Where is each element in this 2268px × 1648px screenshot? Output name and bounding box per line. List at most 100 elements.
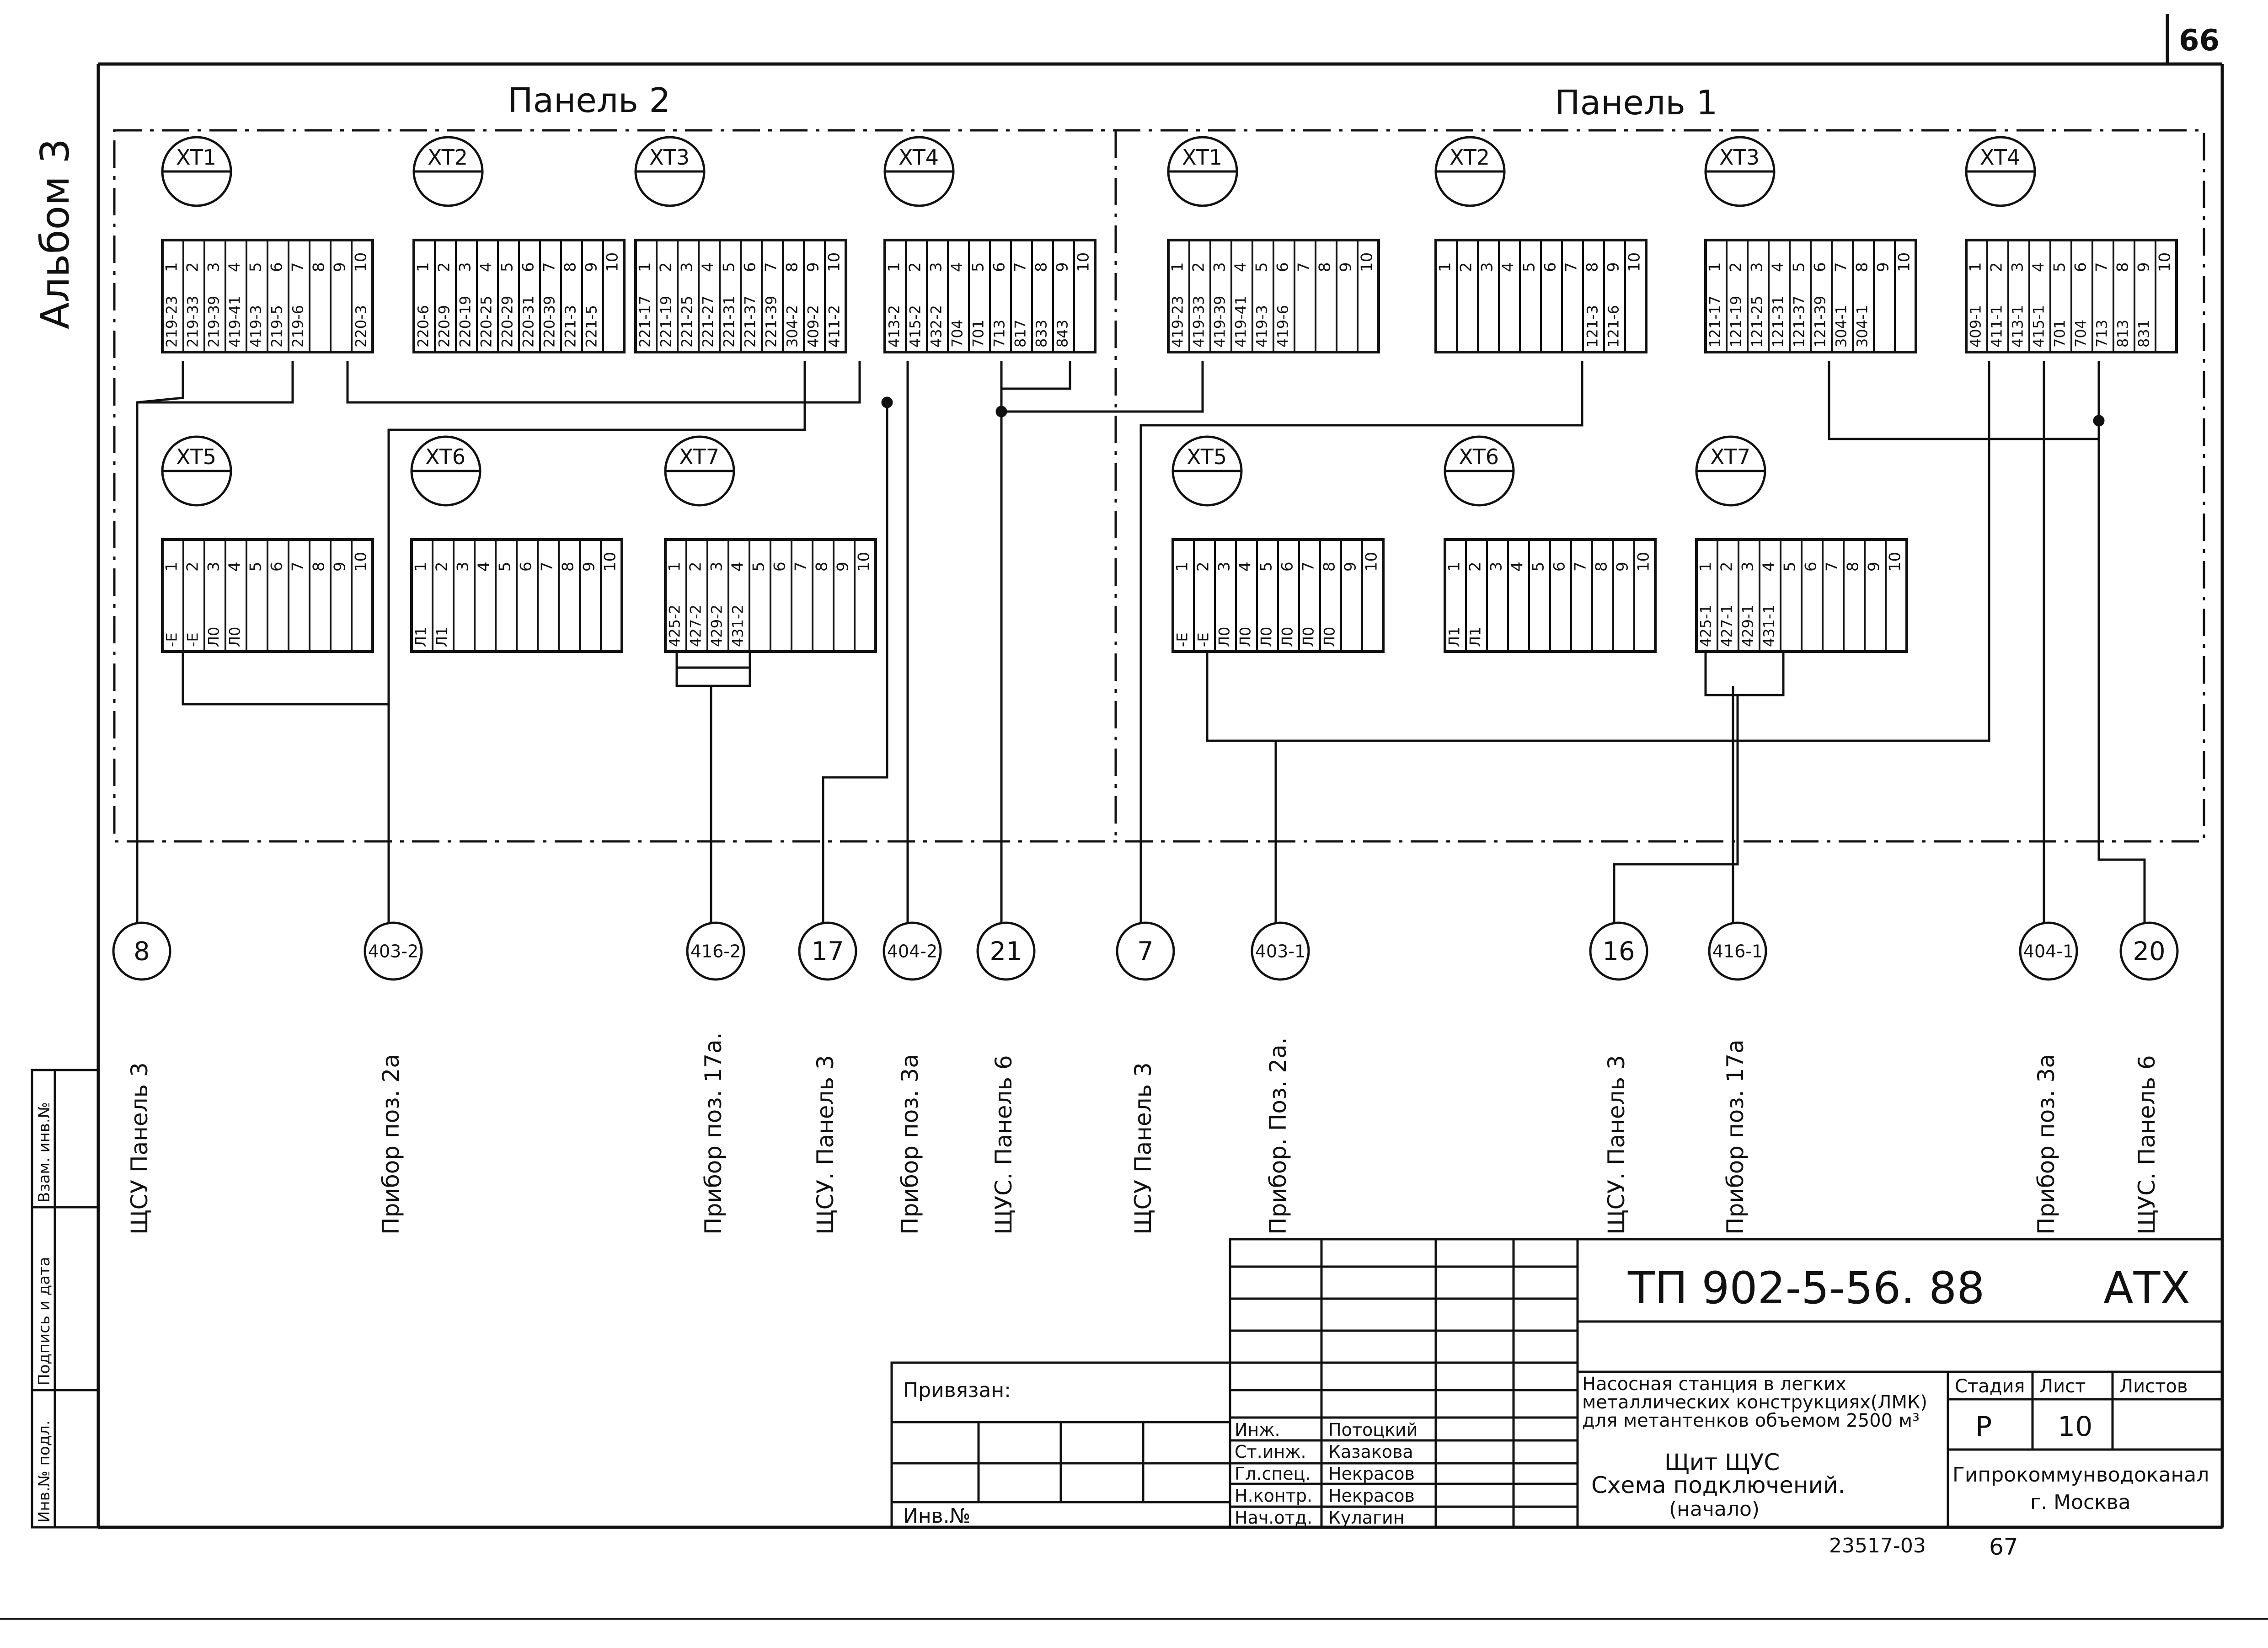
terminal-number: 6 bbox=[267, 562, 286, 572]
terminal-number: 5 bbox=[1252, 262, 1271, 272]
terminal-number: 6 bbox=[741, 262, 759, 272]
stage-value: Р bbox=[1975, 1411, 1992, 1443]
left-stamp bbox=[31, 1069, 100, 1529]
wire-route bbox=[137, 361, 294, 404]
wire-marking: Л0 bbox=[205, 627, 222, 647]
doc-mark: АТХ bbox=[2103, 1263, 2190, 1314]
sheet-title-3: (начало) bbox=[1669, 1498, 1760, 1521]
wire-marking: Л0 bbox=[1321, 627, 1338, 647]
wire-marking: 427-2 bbox=[687, 605, 704, 647]
terminal-number: 9 bbox=[1604, 262, 1622, 272]
terminal-number: 10 bbox=[1358, 252, 1376, 272]
terminal-number: 3 bbox=[1738, 562, 1757, 572]
terminal-number: 5 bbox=[2050, 262, 2069, 272]
terminal-number: 10 bbox=[2156, 252, 2174, 272]
wire-route bbox=[1001, 361, 1071, 390]
terminal-number: 3 bbox=[204, 562, 223, 572]
terminal-number: 7 bbox=[2092, 262, 2111, 272]
terminal-number: 7 bbox=[538, 562, 556, 572]
wire-route bbox=[346, 361, 861, 404]
terminal-number: 8 bbox=[1032, 262, 1050, 272]
page-number: 66 bbox=[2179, 24, 2220, 58]
wire-marking: 220-39 bbox=[540, 296, 558, 348]
terminal-number: 9 bbox=[331, 562, 349, 572]
wire-marking: -E bbox=[163, 632, 180, 647]
terminal-number: 3 bbox=[1487, 562, 1505, 572]
terminal-number: 6 bbox=[517, 562, 535, 572]
terminal-number: 10 bbox=[601, 552, 619, 572]
terminal-number: 3 bbox=[707, 562, 726, 572]
terminal-number: 4 bbox=[1508, 562, 1526, 572]
sheet-title-1: Щит ЩУС bbox=[1664, 1449, 1780, 1476]
terminal-number: 7 bbox=[1011, 262, 1029, 272]
wire-route bbox=[1704, 652, 1785, 696]
terminal-number: 2 bbox=[435, 262, 453, 272]
wire-marking: 121-25 bbox=[1748, 296, 1765, 348]
project-title-3: для метантенков объемом 2500 м³ bbox=[1582, 1410, 1920, 1431]
cable-number: 403-1 bbox=[1255, 941, 1305, 961]
wire-marking: 411-2 bbox=[825, 305, 843, 348]
wire-marking: 121-3 bbox=[1583, 305, 1601, 348]
cable-number: 8 bbox=[134, 937, 150, 967]
terminal-number: 9 bbox=[1613, 562, 1631, 572]
terminal-number: 2 bbox=[1717, 562, 1736, 572]
wire-marking: 833 bbox=[1032, 320, 1050, 348]
wire-marking: 813 bbox=[2114, 320, 2131, 348]
wire-marking: 219-5 bbox=[268, 305, 285, 348]
terminal-number: 5 bbox=[498, 262, 516, 272]
wire-marking: 121-31 bbox=[1769, 296, 1787, 348]
terminal-number: 1 bbox=[162, 262, 181, 272]
terminal-number: 9 bbox=[582, 262, 600, 272]
wire-marking: -E bbox=[184, 632, 201, 647]
terminal-number: 10 bbox=[1625, 252, 1643, 272]
wire-marking: Л1 bbox=[1466, 627, 1484, 647]
wire-route bbox=[1206, 361, 1990, 742]
block-label: XT6 bbox=[425, 444, 465, 469]
wire-marking: -E bbox=[1173, 632, 1191, 647]
wire-marking: 219-39 bbox=[205, 296, 222, 348]
cable-number: 404-1 bbox=[2023, 941, 2074, 961]
panel-outline bbox=[113, 129, 2205, 843]
terminal-number: 7 bbox=[1562, 262, 1580, 272]
wire-marking: 304-1 bbox=[1853, 305, 1871, 348]
terminal-number: 6 bbox=[1811, 262, 1829, 272]
wire-marking: 415-2 bbox=[906, 305, 924, 348]
cable-destination: Прибор поз. 3а bbox=[897, 1054, 923, 1235]
project-title-2: металлических конструкциях(ЛМК) bbox=[1582, 1392, 1927, 1413]
cable-destination: Прибор поз. 17а bbox=[1722, 1039, 1749, 1235]
terminal-number: 3 bbox=[1748, 262, 1766, 272]
block-label: XT6 bbox=[1459, 444, 1499, 469]
terminal-number: 6 bbox=[267, 262, 286, 272]
terminal-number: 7 bbox=[1294, 262, 1313, 272]
terminal-number: 5 bbox=[246, 262, 265, 272]
wire-marking: 419-41 bbox=[226, 296, 243, 348]
wire-route bbox=[1139, 361, 1583, 923]
block-label: XT7 bbox=[679, 444, 719, 469]
wire-marking: Л0 bbox=[1300, 627, 1317, 647]
wire-marking: 220-6 bbox=[414, 305, 432, 348]
terminal-number: 3 bbox=[204, 262, 223, 272]
cable-destination: ЩУС. Панель 6 bbox=[2134, 1055, 2160, 1235]
terminal-number: 1 bbox=[414, 262, 432, 272]
terminal-number: 5 bbox=[1520, 262, 1538, 272]
cable-number: 416-2 bbox=[690, 941, 741, 961]
terminal-number: 5 bbox=[1790, 262, 1808, 272]
inv-no-label: Инв.№ bbox=[903, 1504, 970, 1528]
wire-marking: 419-3 bbox=[1253, 305, 1270, 348]
block-label: XT3 bbox=[649, 145, 690, 170]
wire-marking: 221-17 bbox=[636, 296, 653, 348]
terminal-number: 8 bbox=[1592, 562, 1610, 572]
terminal-number: 6 bbox=[1541, 262, 1559, 272]
terminal-number: 2 bbox=[1727, 262, 1745, 272]
terminal-number: 5 bbox=[720, 262, 738, 272]
